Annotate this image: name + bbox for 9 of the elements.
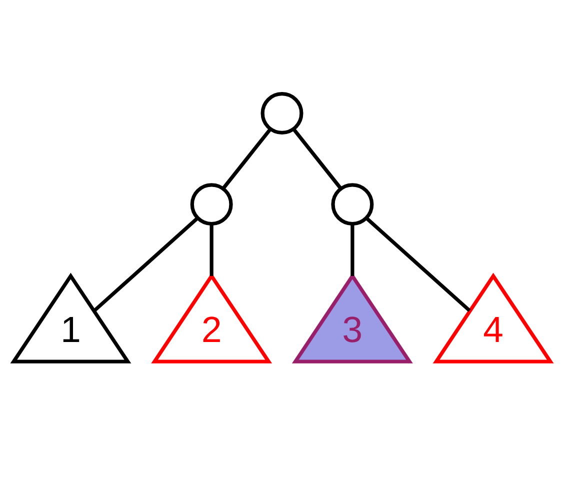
connector (210, 224, 214, 276)
connector (292, 128, 342, 190)
connector (222, 128, 272, 190)
node-circle (190, 183, 233, 226)
connector (365, 216, 471, 312)
connector (93, 216, 199, 312)
node-circle (260, 92, 304, 135)
connector (350, 224, 354, 276)
node-circle (331, 183, 374, 226)
